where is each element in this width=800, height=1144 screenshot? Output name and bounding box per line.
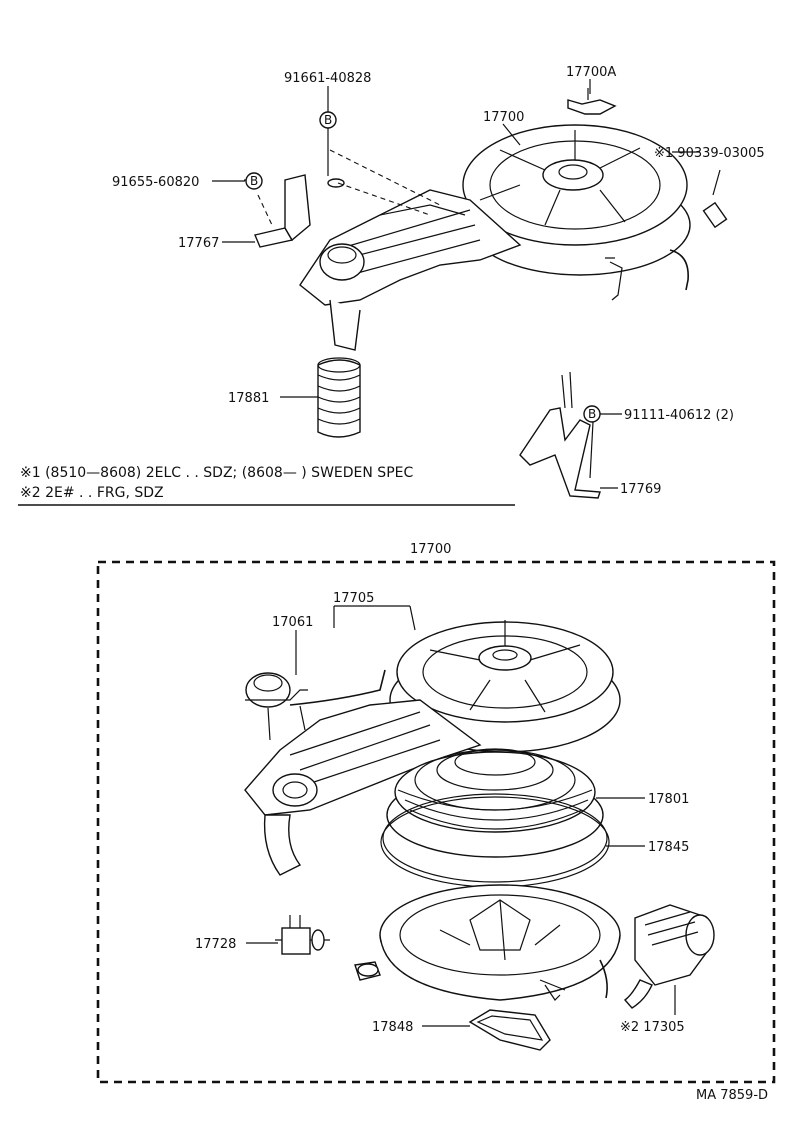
part-label-17061: 17061 xyxy=(272,615,313,630)
part-label-17700a: 17700A xyxy=(566,65,616,80)
part-label-17700: 17700 xyxy=(483,110,524,125)
part-label-17728: 17728 xyxy=(195,937,236,952)
part-label-17769: 17769 xyxy=(620,482,661,497)
part-label-90339-03005: ※1 90339-03005 xyxy=(654,146,765,161)
part-label-17845: 17845 xyxy=(648,840,689,855)
part-label-17767: 17767 xyxy=(178,236,219,251)
part-label-91661-40828: 91661-40828 xyxy=(284,71,371,86)
bolt-marker-text: B xyxy=(250,174,258,188)
part-label-17305: ※2 17305 xyxy=(620,1020,685,1035)
bolt-marker-text: B xyxy=(324,113,332,127)
lower-exploded-assembly xyxy=(244,605,715,1051)
footnote-1: ※1 (8510—8608) 2ELC . . SDZ; (8608— ) SW… xyxy=(20,465,413,481)
assembly-frame xyxy=(96,560,776,1084)
footnote-2: ※2 2E# . . FRG, SDZ xyxy=(20,485,164,501)
catalog-code: MA 7859-D xyxy=(696,1088,768,1103)
part-label-17881: 17881 xyxy=(228,391,269,406)
bolt-marker-text: B xyxy=(588,407,596,421)
bolt-marker-icon xyxy=(245,172,263,190)
bolt-marker-icon xyxy=(583,405,601,423)
assembly-label-17700: 17700 xyxy=(410,542,451,557)
part-label-17705: 17705 xyxy=(333,591,374,606)
upper-air-cleaner-assembly: B B B xyxy=(212,79,728,499)
part-label-91655-60820: 91655-60820 xyxy=(112,175,199,190)
bolt-marker-icon xyxy=(319,111,337,129)
part-label-17848: 17848 xyxy=(372,1020,413,1035)
part-label-17801: 17801 xyxy=(648,792,689,807)
part-label-91111-40612: 91111-40612 (2) xyxy=(624,408,734,423)
